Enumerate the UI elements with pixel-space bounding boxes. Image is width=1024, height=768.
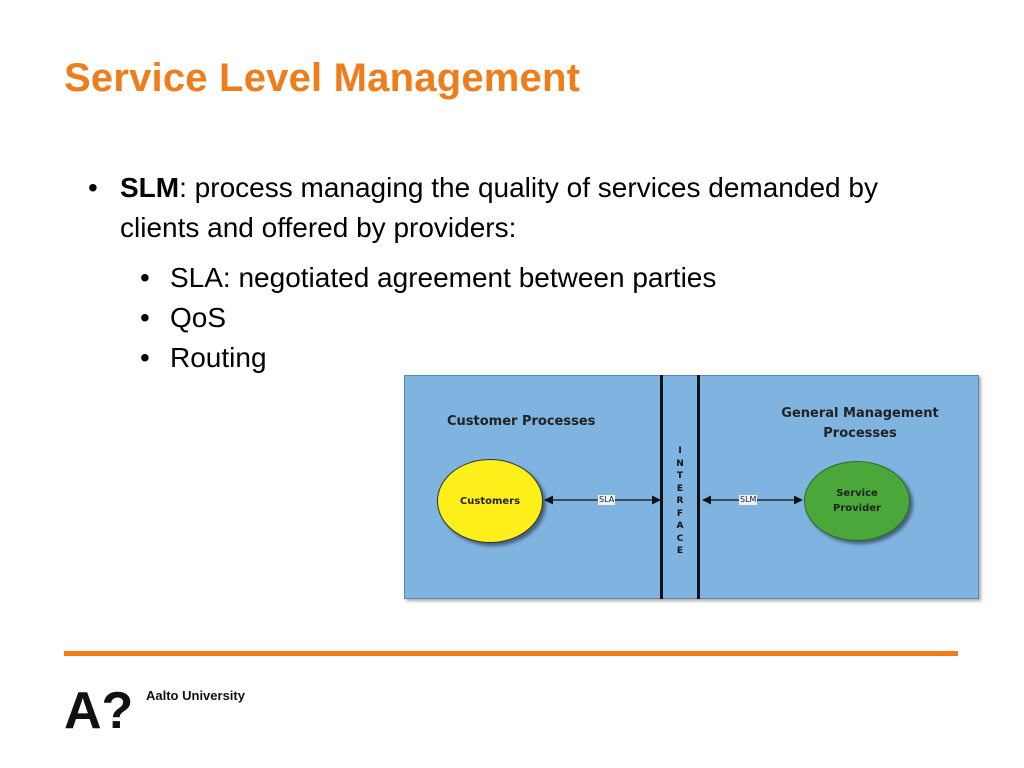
interface-letter: R [676, 496, 684, 506]
slide-title: Service Level Management [64, 56, 581, 100]
sla-label: SLA [598, 495, 616, 505]
bullet-dot: • [140, 302, 150, 333]
general-management-line1: General Management [781, 406, 939, 421]
sub-bullet-list: • SLA: negotiated agreement between part… [140, 258, 888, 378]
slm-label: SLM [739, 495, 758, 505]
bullet-term: SLM [120, 172, 180, 203]
service-provider-node-label: Service Provider [833, 486, 881, 516]
sub-bullet-qos: • QoS [140, 298, 888, 338]
service-provider-line2: Provider [833, 503, 881, 514]
customers-node-label: Customers [459, 495, 521, 507]
interface-letter: T [676, 471, 684, 481]
service-provider-line1: Service [836, 488, 878, 499]
general-management-label: General Management Processes [775, 404, 945, 444]
university-name: Aalto University [146, 688, 245, 703]
interface-letter: N [676, 458, 684, 469]
interface-letter: I [678, 446, 682, 456]
customers-node: Customers [437, 459, 543, 543]
interface-letters: I N T E R F A C E [663, 445, 697, 558]
aalto-logo-text: A? [64, 682, 133, 732]
interface-letter: A [676, 521, 684, 531]
interface-letter: C [676, 533, 684, 544]
interface-letter: E [676, 483, 684, 494]
interface-letter: F [676, 508, 684, 519]
bullet-text: : process managing the quality of servic… [120, 172, 878, 243]
sub-bullet-text: Routing [170, 342, 267, 373]
service-provider-node: Service Provider [804, 461, 910, 541]
sub-bullet-routing: • Routing [140, 338, 888, 378]
sub-bullet-sla: • SLA: negotiated agreement between part… [140, 258, 888, 298]
sub-bullet-text: QoS [170, 302, 227, 333]
slm-diagram: Customer Processes General Management Pr… [404, 375, 979, 599]
bullet-dot: • [140, 262, 150, 293]
sub-bullet-text: SLA: negotiated agreement between partie… [170, 262, 717, 293]
bullet-list: • SLM: process managing the quality of s… [88, 168, 888, 378]
bullet-dot: • [140, 342, 150, 373]
footer-rule [64, 651, 958, 656]
interface-bar: I N T E R F A C E [660, 375, 700, 599]
customer-processes-label: Customer Processes [447, 414, 596, 429]
aalto-logo-icon: A? [64, 682, 133, 732]
bullet-slm: • SLM: process managing the quality of s… [88, 168, 888, 248]
general-management-line2: Processes [823, 426, 897, 441]
interface-letter: E [676, 546, 684, 556]
bullet-dot: • [88, 172, 98, 203]
